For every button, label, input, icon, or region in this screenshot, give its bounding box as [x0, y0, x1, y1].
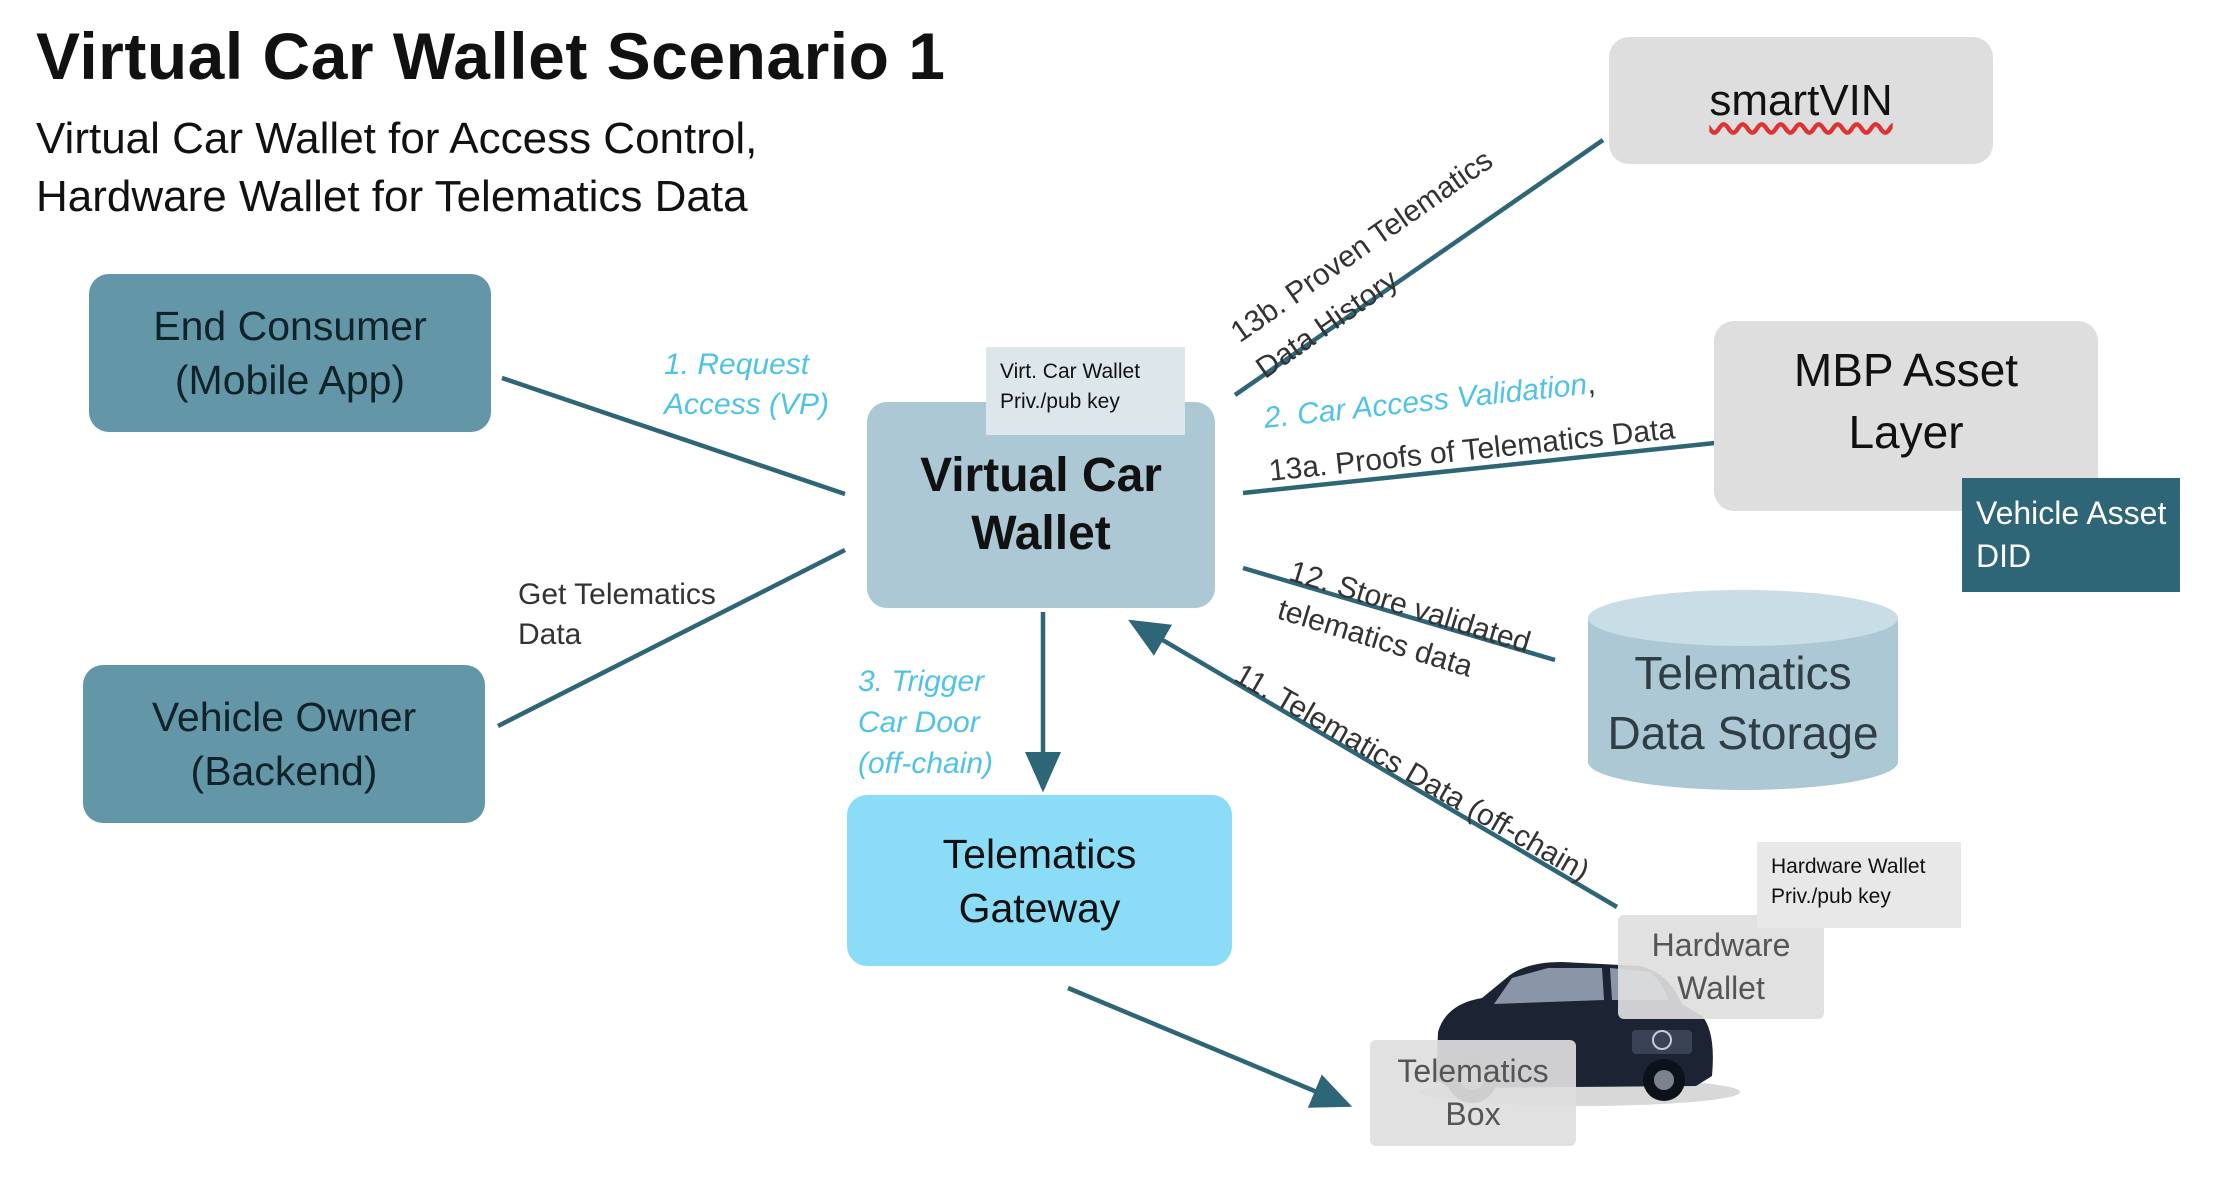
label-get-telematics: Get Telematics Data [518, 578, 716, 651]
edge-gateway-to-telematics-box-arrow [1067, 985, 1353, 1108]
page-subtitle: Virtual Car Wallet for Access Control, H… [36, 110, 757, 226]
label-request-access: 1. Request Access (VP) [664, 348, 830, 421]
edge-wallet-to-smartvin [1233, 138, 1605, 397]
virtual-wallet-key-tag: Virt. Car Wallet Priv./pub key [986, 347, 1185, 435]
mbp-asset-layer-node[interactable]: MBP Asset Layer [1714, 321, 2098, 511]
telematics-data-storage-node[interactable]: Telematics Data Storage [1607, 647, 1879, 759]
telematics-box-node[interactable]: Telematics Box [1370, 1040, 1576, 1146]
end-consumer-node[interactable]: End Consumer (Mobile App) [89, 274, 491, 432]
edge-end-consumer-to-wallet [501, 375, 846, 497]
vehicle-asset-did-node[interactable]: Vehicle Asset DID [1962, 478, 2180, 592]
vehicle-owner-node[interactable]: Vehicle Owner (Backend) [83, 665, 485, 823]
edge-hardware-to-wallet-arrow [1128, 619, 1619, 909]
page-title: Virtual Car Wallet Scenario 1 [36, 19, 946, 93]
subtitle-line-2: Hardware Wallet for Telematics Data [36, 172, 748, 221]
hardware-wallet-key-tag: Hardware Wallet Priv./pub key [1757, 842, 1961, 928]
smartvin-node[interactable]: smartVIN [1609, 37, 1993, 164]
hardware-wallet-node[interactable]: Hardware Wallet [1618, 915, 1824, 1019]
telematics-gateway-node[interactable]: Telematics Gateway [847, 795, 1232, 966]
edge-wallet-to-mbp [1242, 440, 1716, 496]
edge-owner-to-wallet [496, 547, 847, 729]
virtual-car-wallet-node[interactable]: Virtual Car Wallet [867, 402, 1215, 608]
subtitle-line-1: Virtual Car Wallet for Access Control, [36, 114, 758, 163]
edge-wallet-to-storage [1242, 565, 1556, 663]
label-trigger-car-door: 3. Trigger Car Door (off-chain) [858, 665, 994, 780]
storage-cylinder-icon [1588, 590, 1898, 790]
